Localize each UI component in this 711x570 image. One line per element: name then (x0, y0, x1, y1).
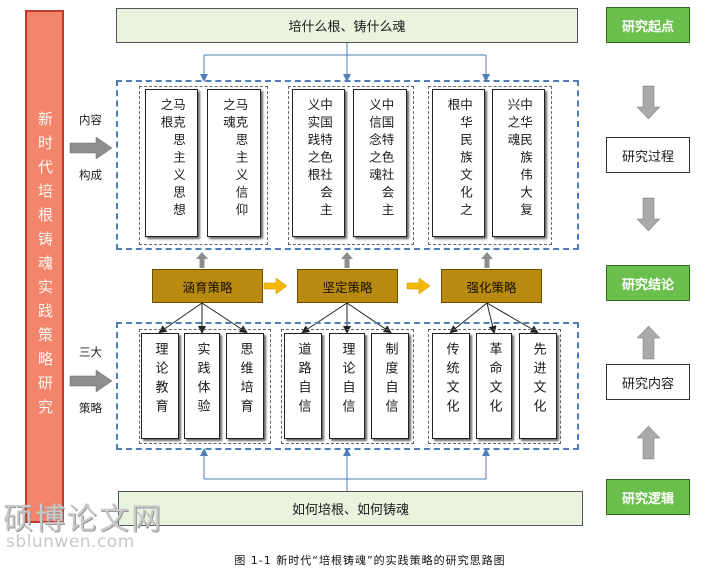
bottom-banner-connector (200, 448, 490, 491)
top-banner-text: 培什么根、铸什么魂 (288, 20, 406, 35)
strategy-card: 道路自信 (284, 333, 322, 439)
strategy-frame (116, 322, 579, 450)
content-group-1 (139, 86, 268, 245)
left-title-text: 新时代培根铸魂实践策略研究 (36, 110, 54, 423)
strategy-card: 实践体验 (184, 333, 220, 439)
strategy-label-line2: 策略 (79, 401, 102, 415)
left-title-bar: 新时代培根铸魂实践策略研究 (25, 10, 64, 523)
strategy-box-strengthen: 强化策略 (441, 269, 542, 303)
bottom-banner: 如何培根、如何铸魂 (118, 491, 583, 526)
watermark-logo: 硕博论文网 (3, 502, 163, 537)
content-card: 中华民族文化之根 (432, 89, 485, 237)
strategy-card: 传统文化 (432, 333, 470, 439)
strategy-card: 思维培育 (226, 333, 264, 439)
content-card: 中华民族伟大复兴之魂 (492, 89, 545, 237)
strategy-up-arrows (196, 252, 493, 268)
strategy-card: 革命文化 (476, 333, 512, 439)
strategy-group-3 (428, 329, 561, 444)
strategy-fan-lines (158, 302, 539, 334)
strategy-label-line1: 三大 (79, 345, 102, 359)
content-card: 马克思主义信仰之魂 (207, 89, 261, 237)
top-banner: 培什么根、铸什么魂 (116, 8, 578, 43)
strategy-group-2 (281, 329, 414, 444)
content-group-2 (288, 86, 414, 245)
research-conclusion-box: 研究结论 (606, 265, 690, 301)
strategy-card: 理论自信 (329, 333, 365, 439)
research-start-box: 研究起点 (606, 7, 690, 43)
strategy-group-1 (139, 329, 271, 444)
bottom-banner-text: 如何培根、如何铸魂 (291, 503, 409, 518)
right-column-arrows (636, 85, 661, 460)
watermark-url: sblunwen.com (6, 532, 135, 552)
strategy-box-firm: 坚定策略 (297, 269, 398, 303)
strategy-card: 理论教育 (141, 333, 179, 439)
figure-caption: 图 1-1 新时代“培根铸魂”的实践策略的研究思路图 (234, 554, 506, 567)
left-right-arrows (69, 136, 113, 393)
content-frame (116, 80, 579, 250)
strategy-card: 制度自信 (371, 333, 409, 439)
content-label-line1: 内容 (79, 113, 102, 127)
research-process-box: 研究过程 (606, 137, 690, 173)
content-group-3 (428, 86, 552, 245)
top-banner-connector (200, 43, 490, 82)
strategy-card: 先进文化 (519, 333, 557, 439)
research-logic-box: 研究逻辑 (606, 479, 690, 515)
research-content-box: 研究内容 (606, 364, 690, 400)
content-label-line2: 构成 (79, 168, 102, 182)
strategy-right-arrows (263, 277, 431, 295)
strategy-box-cultivate: 涵育策略 (152, 269, 263, 303)
content-card: 中国特色社会主义实践之根 (292, 89, 345, 237)
content-card: 马克思主义思想之根 (145, 89, 198, 237)
content-card: 中国特色社会主义信念之魂 (353, 89, 407, 237)
